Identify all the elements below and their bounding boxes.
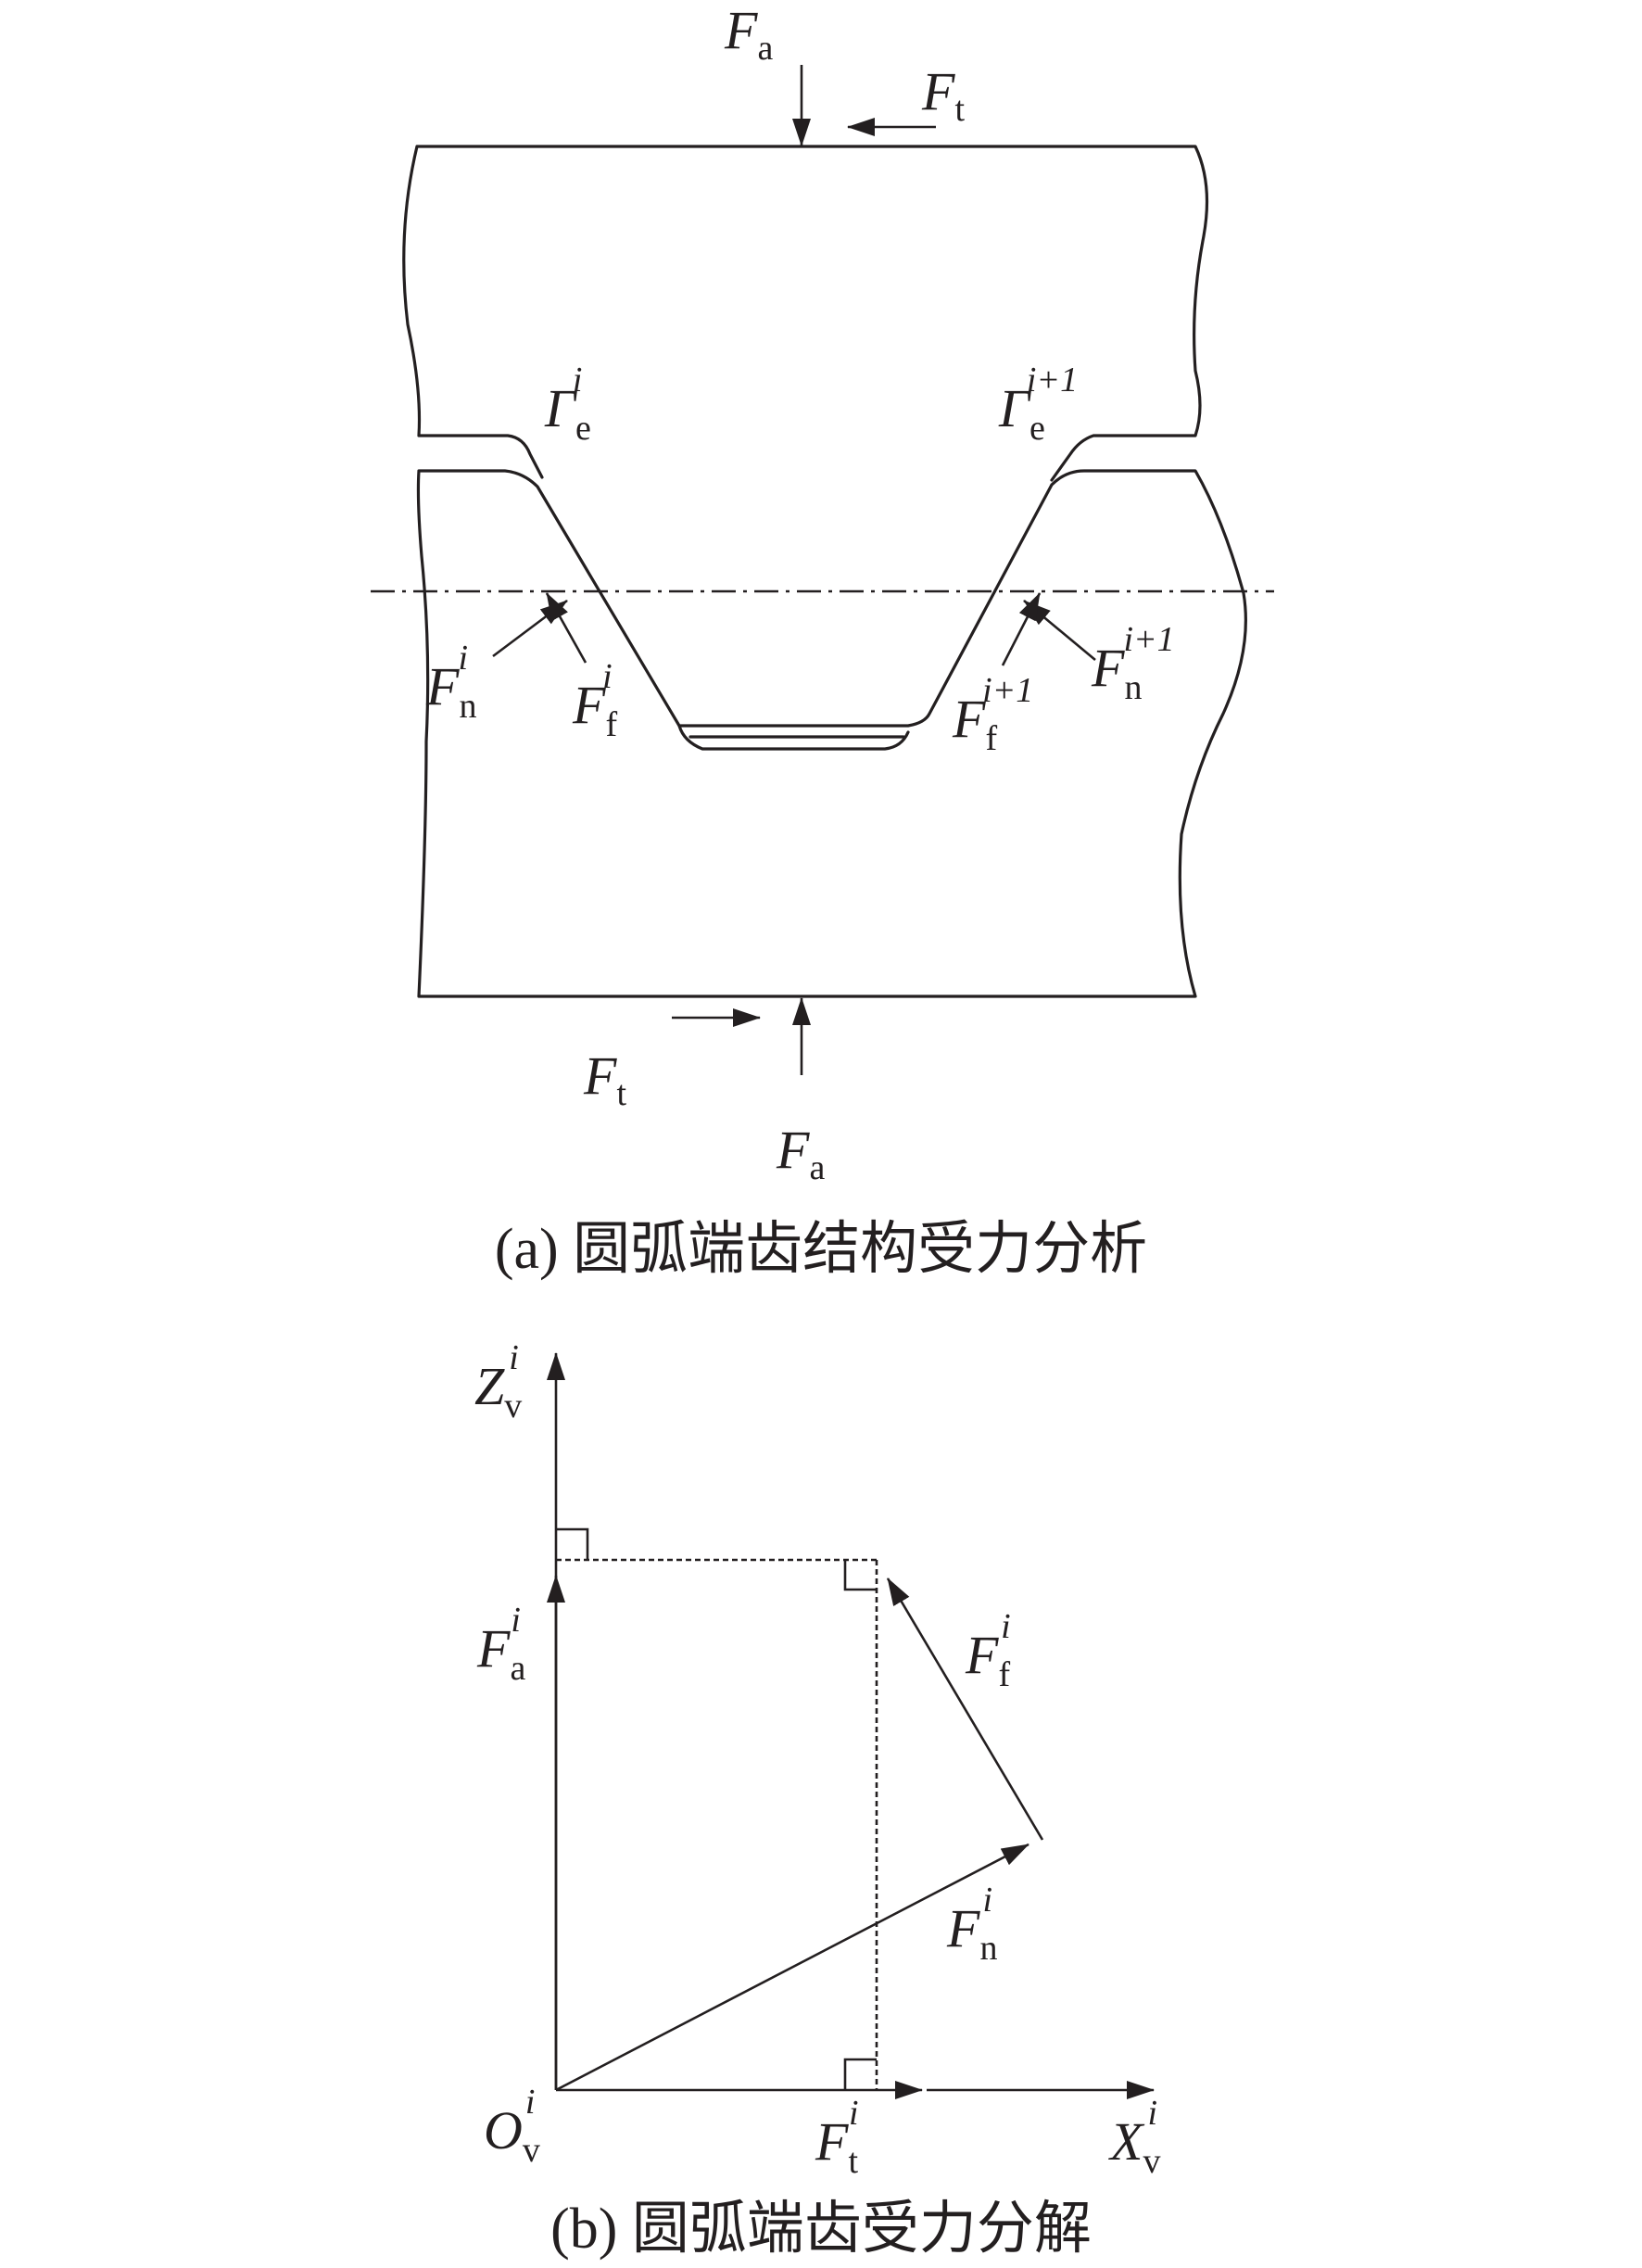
label-ft-top: Ft (921, 61, 965, 129)
label-fa: Fai (476, 1601, 525, 1688)
fn-vector (555, 1843, 1029, 2092)
right-angle-mark-top-right (843, 1560, 877, 1591)
label-fa-bottom: Fa (776, 1120, 825, 1187)
caption-b: (b) 圆弧端齿受力分解 (550, 2198, 1092, 2261)
ff-right-arrow (1001, 592, 1042, 666)
label-fn: Fni (946, 1881, 997, 1968)
label-z-axis: Zvi (474, 1338, 522, 1425)
fn-right-arrow (1023, 600, 1096, 661)
tooth-root-line (677, 724, 910, 751)
label-ff-left: Ffi (572, 657, 617, 744)
label-fa-top: Fa (724, 0, 773, 68)
label-ff-right: Ffi+1 (952, 671, 1033, 758)
label-fn-left: Fni (425, 639, 476, 726)
label-ft: Fti (815, 2094, 859, 2181)
right-angle-mark-bottom (843, 2058, 877, 2090)
label-origin: Ovi (484, 2083, 540, 2170)
lower-tooth-plate (416, 469, 1247, 998)
ff-left-arrow (545, 592, 587, 664)
label-x-axis: Xvi (1108, 2094, 1160, 2181)
label-gamma-left: Γei (544, 361, 591, 448)
label-fn-right: Fni+1 (1091, 620, 1175, 707)
ff-vector (886, 1577, 1044, 1841)
label-ft-bottom: Ft (583, 1045, 626, 1113)
upper-tooth-plate (402, 145, 1209, 482)
caption-a: (a) 圆弧端齿结构受力分析 (495, 1218, 1147, 1281)
label-ff: Ffi (965, 1607, 1011, 1694)
panel-a: Fa Ft Γei Γei+1 Fni Ffi Ffi+1 Fni+1 Ft F… (371, 0, 1274, 1281)
label-gamma-right: Γei+1 (998, 361, 1078, 448)
panel-b: Zvi Fai Ffi Fni Ovi Fti Xvi (b) 圆弧端齿受力分解 (474, 1338, 1160, 2261)
right-angle-mark-top-left (556, 1527, 589, 1560)
